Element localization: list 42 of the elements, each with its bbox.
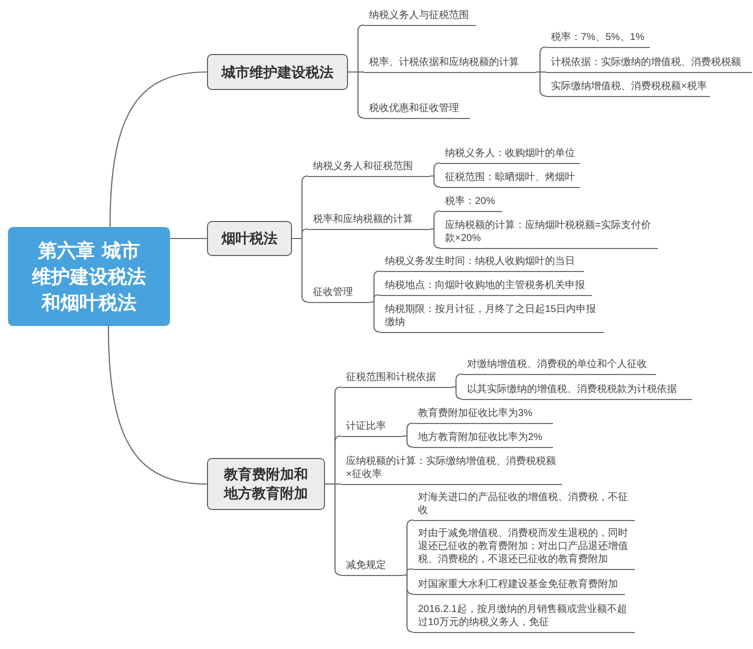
subtopic-label: 应纳税额的计算：应纳烟叶税税额=实际支付价款×20% bbox=[440, 218, 658, 248]
subtopic-label: 税率：20% bbox=[440, 194, 502, 212]
subtopic-label: 税率和应纳税额的计算 bbox=[308, 212, 430, 230]
subtopic-label: 计证比率 bbox=[341, 420, 403, 436]
branch-line bbox=[170, 238, 207, 240]
subtopic-label: 税率、计税依据和应纳税额的计算 bbox=[364, 56, 536, 72]
subtopic-label: 地方教育附加征收比率为2% bbox=[413, 430, 553, 448]
subtopic-label: 实际缴纳增值税、消费税税额×税率 bbox=[546, 80, 710, 96]
central-topic-box: 第六章 城市维护建设税法和烟叶税法 bbox=[8, 227, 170, 326]
subtopic-label: 纳税地点：向烟叶收购地的主管税务机关申报 bbox=[380, 278, 592, 296]
subtopic-label: 对海关进口的产品征收的增值税、消费税，不征收 bbox=[413, 490, 635, 520]
topic-box: 城市维护建设税法 bbox=[207, 54, 348, 90]
branch-line bbox=[403, 435, 414, 448]
branch-line bbox=[536, 71, 547, 97]
branch-line bbox=[370, 301, 381, 333]
subtopic-label: 征税范围：晾晒烟叶、烤烟叶 bbox=[440, 170, 580, 188]
subtopic-label: 2016.2.1起，按月缴纳的月销售额或营业额不超过10万元的纳税义务人，免征 bbox=[413, 602, 635, 632]
branch-line bbox=[430, 175, 440, 188]
subtopic-label: 纳税义务人与征税范围 bbox=[364, 8, 476, 26]
subtopic-label: 对缴纳增值税、消费税的单位和个人征收 bbox=[462, 358, 656, 374]
subtopic-label: 征税范围和计税依据 bbox=[341, 370, 452, 388]
subtopic-label: 征收管理 bbox=[308, 286, 370, 302]
subtopic-label: 纳税义务人和征税范围 bbox=[308, 160, 430, 176]
subtopic-label: 纳税期限：按月计征，月终了之日起15日内申报缴纳 bbox=[380, 302, 604, 332]
subtopic-label: 税收优惠和征收管理 bbox=[364, 102, 470, 118]
branch-line bbox=[452, 386, 463, 400]
subtopic-label: 以其实际缴纳的增值税、消费税税款为计税依据 bbox=[462, 382, 692, 400]
branch-line bbox=[108, 326, 208, 485]
subtopic-label: 应纳税额的计算：实际缴纳增值税、消费税税额×征收率 bbox=[341, 454, 562, 484]
subtopic-label: 对由于减免增值税、消费税而发生退税的，同时退还已征收的教育费附加；对出口产品退还增值税、消费税的，不退还已征收的教育费附加 bbox=[413, 526, 635, 570]
branch-line bbox=[110, 71, 208, 228]
branch-line bbox=[403, 574, 414, 633]
branch-line bbox=[430, 228, 441, 249]
topic-box: 烟叶税法 bbox=[207, 221, 292, 256]
subtopic-label: 税率：7%、5%、1% bbox=[546, 30, 650, 48]
subtopic-label: 纳税义务人：收购烟叶的单位 bbox=[440, 146, 580, 164]
subtopic-label: 减免规定 bbox=[341, 558, 403, 576]
subtopic-label: 纳税义务发生时间：纳税人收购烟叶的当日 bbox=[380, 254, 584, 272]
subtopic-label: 教育费附加征收比率为3% bbox=[413, 406, 553, 424]
topic-box: 教育费附加和地方教育附加 bbox=[207, 458, 325, 510]
subtopic-label: 对国家重大水利工程建设基金免征教育费附加 bbox=[413, 578, 625, 594]
subtopic-label: 计税依据：实际缴纳的增值税、消费税税额 bbox=[546, 56, 752, 72]
